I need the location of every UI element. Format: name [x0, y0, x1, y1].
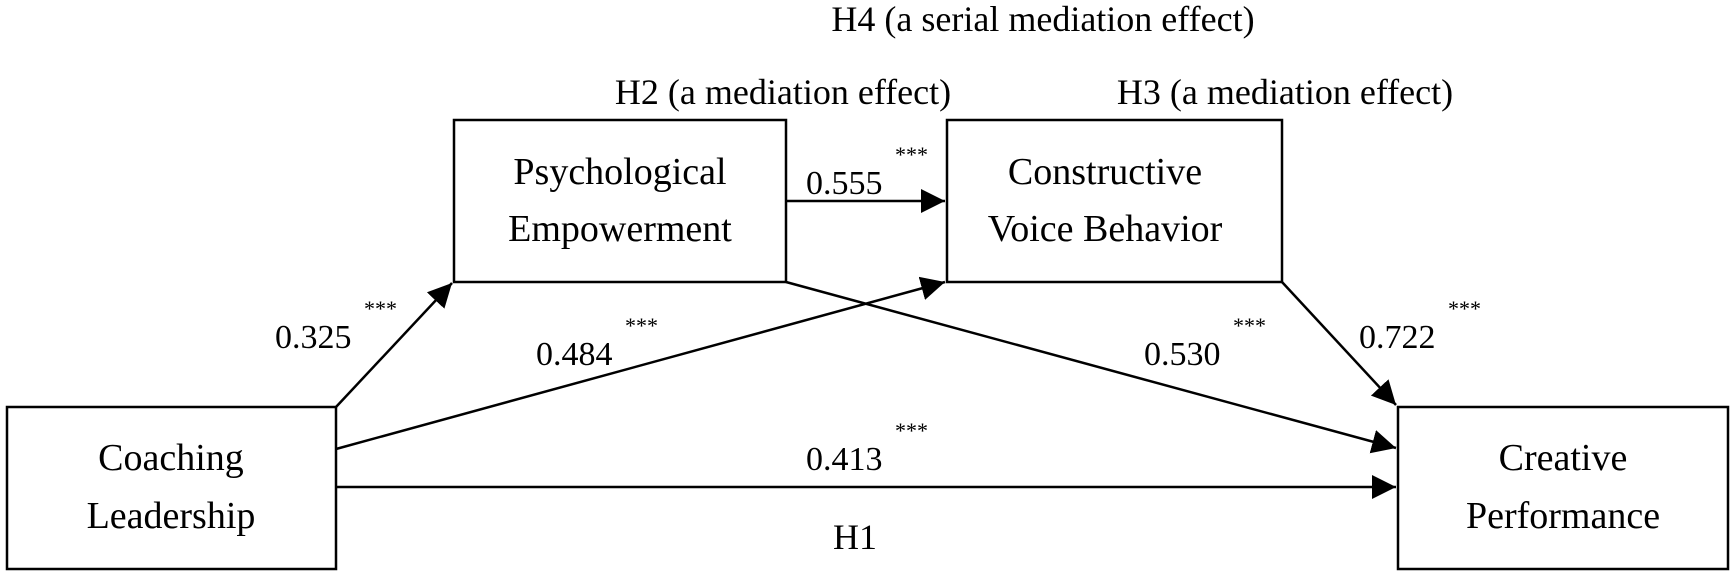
node-psychological-empowerment: Psychological Empowerment [452, 118, 788, 284]
node-psychological-empowerment-line1: Psychological [513, 151, 726, 193]
coef-pe-to-cvb: 0.555 *** [806, 142, 928, 202]
coef-cl-to-pe-sig: *** [364, 296, 397, 321]
coef-pe-to-cvb-value: 0.555 [806, 165, 883, 202]
coef-cvb-to-cp-sig: *** [1448, 296, 1481, 321]
coef-pe-to-cp: 0.530 *** [1144, 313, 1266, 373]
coef-cl-to-cvb-value: 0.484 [536, 336, 613, 373]
coef-cl-to-pe-value: 0.325 [275, 319, 352, 356]
coef-cl-to-cp-sig: *** [895, 418, 928, 443]
h1-label: H1 [833, 517, 877, 557]
coef-cl-to-cvb-sig: *** [625, 313, 658, 338]
h3-label: H3 (a mediation effect) [1117, 72, 1453, 112]
node-creative-performance: Creative Performance [1396, 405, 1730, 571]
node-constructive-voice-behavior: Constructive Voice Behavior [945, 118, 1284, 284]
coef-pe-to-cp-value: 0.530 [1144, 336, 1221, 373]
edge-cl-to-cvb [335, 276, 946, 451]
coef-cvb-to-cp-value: 0.722 [1359, 319, 1436, 356]
node-creative-performance-line1: Creative [1499, 437, 1628, 479]
node-creative-performance-line2: Performance [1466, 495, 1660, 537]
edge-pe-to-cp [785, 280, 1397, 454]
node-coaching-leadership-line2: Leadership [87, 495, 256, 537]
h2-label: H2 (a mediation effect) [615, 72, 951, 112]
coef-cl-to-pe: 0.325 *** [275, 296, 397, 356]
node-constructive-voice-behavior-line2: Voice Behavior [988, 208, 1223, 250]
node-coaching-leadership: Coaching Leadership [5, 405, 338, 571]
coef-cl-to-cvb: 0.484 *** [536, 313, 658, 373]
edge-cvb-to-cp [1281, 281, 1397, 406]
node-constructive-voice-behavior-line1: Constructive [1008, 151, 1202, 193]
edge-cl-to-pe [335, 282, 453, 408]
coef-cl-to-cp-value: 0.413 [806, 441, 883, 478]
coef-cl-to-cp: 0.413 *** [806, 418, 928, 478]
coef-pe-to-cvb-sig: *** [895, 142, 928, 167]
coef-cvb-to-cp: 0.722 *** [1359, 296, 1481, 356]
h4-label: H4 (a serial mediation effect) [831, 0, 1254, 39]
node-psychological-empowerment-line2: Empowerment [508, 208, 732, 250]
coef-pe-to-cp-sig: *** [1233, 313, 1266, 338]
node-coaching-leadership-line1: Coaching [98, 437, 244, 479]
